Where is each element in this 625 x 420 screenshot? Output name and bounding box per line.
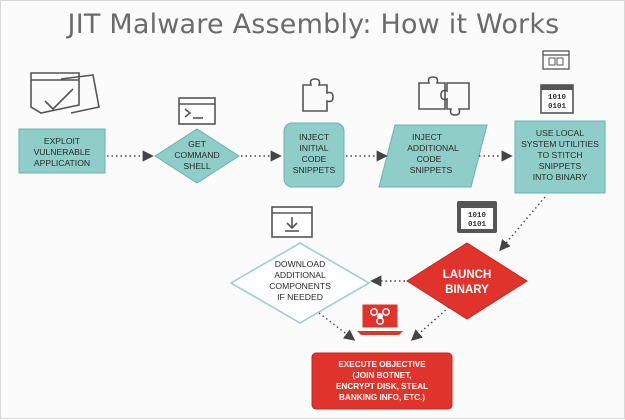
- svg-text:INITIAL: INITIAL: [299, 143, 328, 153]
- download-window-icon: [271, 206, 313, 238]
- svg-text:SNIPPETS: SNIPPETS: [410, 165, 453, 175]
- svg-text:DOWNLOAD: DOWNLOAD: [275, 259, 326, 269]
- svg-text:CODE: CODE: [417, 154, 442, 164]
- label-shell: GET COMMAND SHELL: [174, 139, 219, 171]
- puzzle-pieces-icon: [418, 76, 470, 116]
- step-inject-additional-parallelogram: [378, 124, 488, 188]
- label-inject-initial: INJECT INITIAL CODE SNIPPETS: [293, 132, 336, 175]
- svg-text:ADDITIONAL: ADDITIONAL: [274, 270, 326, 280]
- svg-text:BINARY: BINARY: [445, 284, 489, 296]
- step-shell-diamond: [154, 128, 240, 184]
- terminal-icon: [178, 97, 216, 125]
- step-exploit-box: [18, 128, 106, 174]
- svg-text:SYSTEM UTILITIES: SYSTEM UTILITIES: [521, 139, 599, 149]
- step-inject-initial-box: [283, 122, 345, 188]
- svg-text:BANKING INFO, ETC.): BANKING INFO, ETC.): [339, 393, 425, 402]
- arrow-launch-to-execute: [410, 306, 450, 341]
- puzzle-piece-icon: [302, 78, 334, 112]
- arrow-download-to-execute: [318, 312, 356, 341]
- step-launch-diamond: [406, 242, 528, 320]
- svg-text:APPLICATION: APPLICATION: [34, 158, 90, 168]
- binary-text-top-2: 1010: [468, 212, 487, 220]
- arrow-stitch-to-launch: [499, 196, 546, 252]
- svg-text:INJECT: INJECT: [299, 132, 330, 142]
- label-stitch: USE LOCAL SYSTEM UTILITIES TO STITCH SNI…: [521, 128, 599, 182]
- svg-text:SNIPPETS: SNIPPETS: [539, 161, 582, 171]
- label-execute: EXECUTE OBJECTIVE (JOIN BOTNET, ENCRYPT …: [336, 360, 428, 402]
- browser-window-icon: [30, 72, 100, 114]
- diagram-title: JIT Malware Assembly: How it Works: [67, 9, 560, 40]
- label-inject-additional: INJECT ADDITIONAL CODE SNIPPETS: [407, 132, 459, 175]
- svg-text:EXPLOIT: EXPLOIT: [44, 136, 81, 146]
- biohazard-laptop-icon: [357, 304, 403, 335]
- svg-text:INTO BINARY: INTO BINARY: [533, 172, 588, 182]
- step-stitch-box: [514, 120, 606, 194]
- binary-window-icon: 1010 0101: [540, 50, 574, 114]
- binary-text-top: 1010: [548, 94, 567, 102]
- label-launch: LAUNCH BINARY: [443, 269, 492, 296]
- svg-text:INJECT: INJECT: [412, 132, 443, 142]
- svg-text:ENCRYPT DISK, STEAL: ENCRYPT DISK, STEAL: [336, 382, 428, 391]
- binary-terminal-icon: 1010 0101: [457, 201, 497, 233]
- label-exploit: EXPLOIT VULNERABLE APPLICATION: [34, 136, 91, 168]
- svg-text:ADDITIONAL: ADDITIONAL: [407, 143, 459, 153]
- svg-text:TO STITCH: TO STITCH: [537, 150, 582, 160]
- binary-text-bottom-2: 0101: [468, 221, 487, 229]
- svg-text:LAUNCH: LAUNCH: [443, 269, 492, 281]
- svg-text:(JOIN BOTNET,: (JOIN BOTNET,: [352, 371, 411, 380]
- svg-text:COMMAND: COMMAND: [174, 150, 219, 160]
- binary-text-bottom: 0101: [548, 103, 567, 111]
- svg-text:IF NEEDED: IF NEEDED: [277, 292, 323, 302]
- svg-text:SHELL: SHELL: [183, 161, 210, 171]
- step-execute-box: [311, 352, 453, 410]
- svg-text:VULNERABLE: VULNERABLE: [34, 147, 91, 157]
- svg-text:GET: GET: [188, 139, 206, 149]
- label-download: DOWNLOAD ADDITIONAL COMPONENTS IF NEEDED: [269, 259, 331, 302]
- svg-text:SNIPPETS: SNIPPETS: [293, 165, 336, 175]
- svg-text:USE LOCAL: USE LOCAL: [536, 128, 584, 138]
- svg-text:COMPONENTS: COMPONENTS: [269, 281, 331, 291]
- svg-text:CODE: CODE: [302, 154, 327, 164]
- svg-text:EXECUTE OBJECTIVE: EXECUTE OBJECTIVE: [338, 360, 426, 369]
- step-download-diamond: [229, 242, 371, 324]
